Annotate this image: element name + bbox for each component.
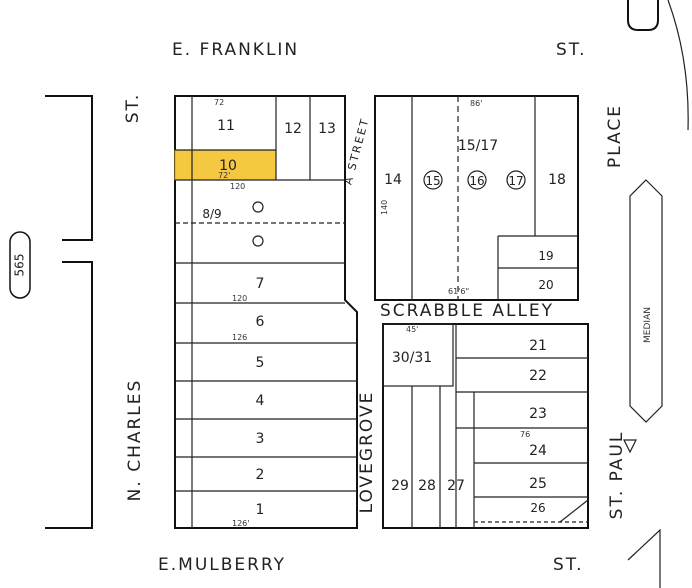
north-east-block: 14 15/17 15 16 17 18 19 20 140 86' 61'6" bbox=[374, 95, 579, 301]
lot-30-31: 30/31 bbox=[392, 350, 432, 366]
lot-7: 7 bbox=[256, 276, 265, 292]
lot-8-9: 8/9 bbox=[202, 207, 221, 221]
lot-3: 3 bbox=[256, 431, 265, 447]
dim-lot14-depth: 140 bbox=[380, 200, 389, 215]
lot-16: 16 bbox=[469, 174, 484, 188]
dim-lot11-width: 72 bbox=[214, 98, 224, 107]
dim-lot1517-depth: 61'6" bbox=[448, 287, 469, 296]
street-place: PLACE bbox=[605, 104, 625, 168]
route-badge bbox=[9, 231, 31, 299]
lot-6: 6 bbox=[256, 314, 265, 330]
south-east-block: 30/31 45' 21 22 23 24 25 26 76 27 28 29 bbox=[382, 323, 589, 529]
direction-marker-icon bbox=[623, 439, 637, 454]
lot-27: 27 bbox=[447, 478, 465, 494]
dim-lot6-width: 126 bbox=[232, 333, 247, 342]
lot-15: 15 bbox=[425, 174, 440, 188]
lot-23: 23 bbox=[529, 406, 547, 422]
street-e-mulberry: E.MULBERRY bbox=[158, 555, 286, 575]
dim-lot7-width: 120 bbox=[232, 294, 247, 303]
lot-19: 19 bbox=[538, 249, 553, 263]
dim-lot1-width: 126' bbox=[232, 519, 249, 528]
median-label: MEDIAN bbox=[643, 307, 653, 343]
lot-20: 20 bbox=[538, 278, 553, 292]
lot-22: 22 bbox=[529, 368, 547, 384]
street-franklin-st: ST. bbox=[556, 40, 587, 60]
dim-lot30-width: 45' bbox=[406, 325, 418, 334]
road-edge-top bbox=[627, 0, 659, 31]
lot-13: 13 bbox=[318, 121, 336, 137]
lot-10: 10 bbox=[219, 158, 237, 174]
lot-17-circle bbox=[506, 170, 526, 190]
west-block: 11 12 13 10 8/9 7 6 5 4 3 2 1 72 72' 120… bbox=[174, 95, 358, 529]
street-st-paul: ST. PAUL bbox=[607, 431, 627, 520]
lot-11: 11 bbox=[217, 118, 235, 134]
road-curve bbox=[667, 0, 689, 131]
lot-15-17: 15/17 bbox=[458, 138, 498, 154]
lot-4: 4 bbox=[256, 393, 265, 409]
dim-lot15-width: 86' bbox=[470, 99, 482, 108]
lot-24: 24 bbox=[529, 443, 547, 459]
dim-lot23-width: 76 bbox=[520, 430, 530, 439]
street-scrabble-alley: SCRABBLE ALLEY bbox=[380, 301, 554, 321]
lot-2: 2 bbox=[256, 467, 265, 483]
lot-1: 1 bbox=[256, 502, 265, 518]
street-charles-st: ST. bbox=[123, 93, 143, 124]
lot-21: 21 bbox=[529, 338, 547, 354]
lot-14: 14 bbox=[384, 172, 402, 188]
street-lovegrove: LOVEGROVE bbox=[357, 391, 377, 514]
street-n-charles: N. CHARLES bbox=[125, 379, 145, 502]
street-mulberry-st: ST. bbox=[553, 555, 584, 575]
lot-17: 17 bbox=[508, 174, 523, 188]
lot-16-circle bbox=[467, 170, 487, 190]
median: MEDIAN bbox=[629, 179, 663, 423]
lot-12: 12 bbox=[284, 121, 302, 137]
lot-28: 28 bbox=[418, 478, 436, 494]
lot-25: 25 bbox=[529, 476, 547, 492]
lot-29: 29 bbox=[391, 478, 409, 494]
lot-marker-8 bbox=[252, 201, 264, 213]
dim-lot10-width: 72' bbox=[218, 171, 230, 180]
lot-marker-9 bbox=[252, 235, 264, 247]
lot-15-circle bbox=[423, 170, 443, 190]
street-e-franklin: E. FRANKLIN bbox=[172, 40, 299, 60]
route-badge-label: 565 bbox=[13, 254, 27, 277]
lot-18: 18 bbox=[548, 172, 566, 188]
route-bracket: 565 bbox=[9, 95, 93, 529]
road-edge-bottom bbox=[627, 528, 661, 588]
lot-5: 5 bbox=[256, 355, 265, 371]
lot-26: 26 bbox=[530, 501, 545, 515]
dim-lot8-width: 120 bbox=[230, 182, 245, 191]
